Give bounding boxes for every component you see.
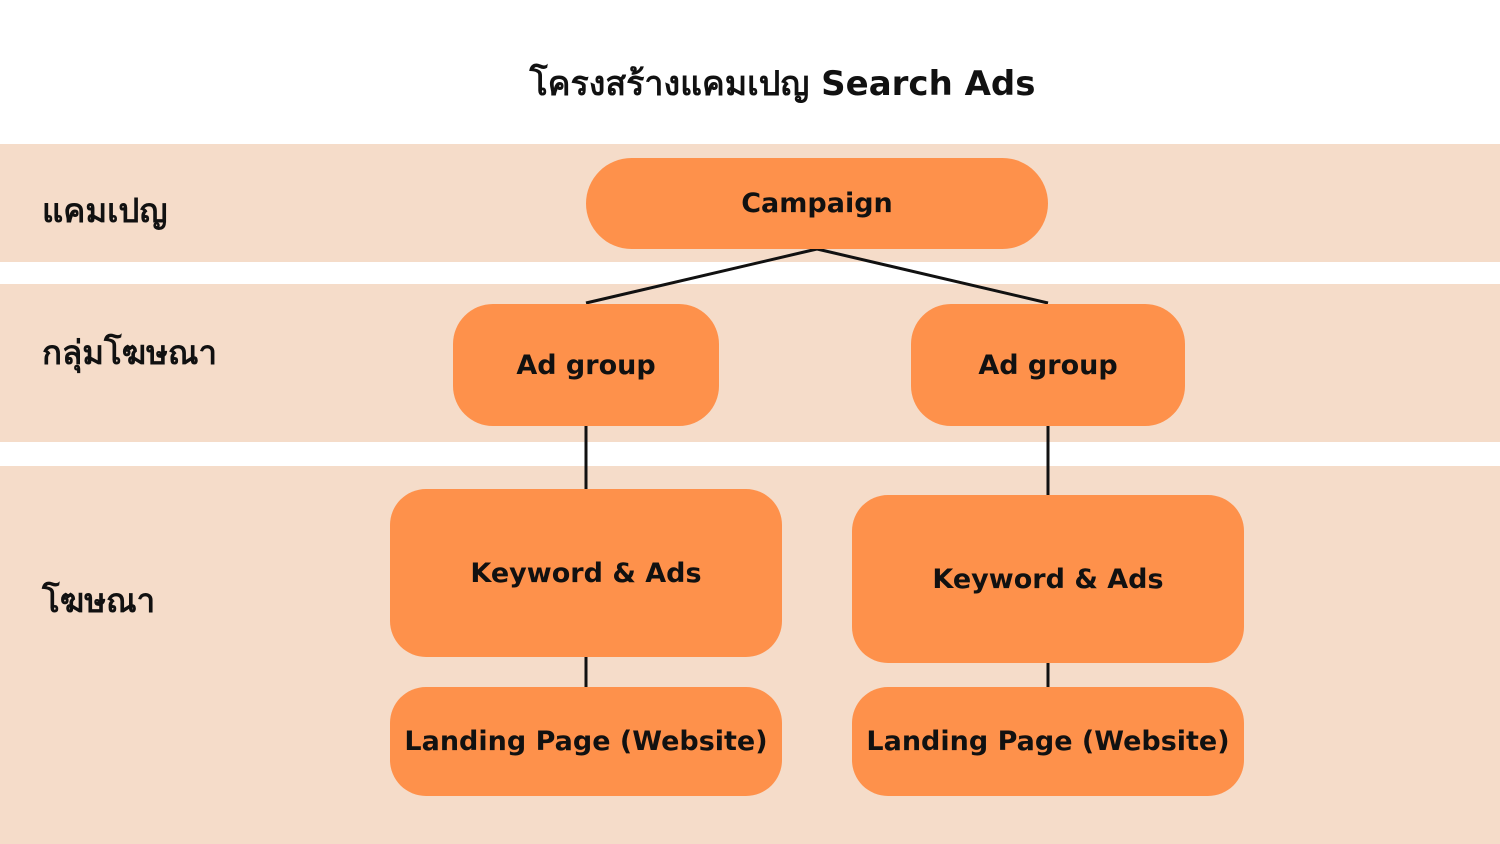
level-label-ad-group: กลุ่มโฆษณา (42, 333, 218, 372)
diagram-title: โครงสร้างแคมเปญ Search Ads (529, 64, 1036, 104)
node-keyword-ads-left: Keyword & Ads (390, 489, 782, 657)
node-campaign: Campaign (586, 158, 1048, 249)
node-ad-group-left: Ad group (453, 304, 719, 426)
level-band-ad-group (0, 284, 1500, 442)
level-label-ads: โฆษณา (42, 581, 156, 620)
node-keyword-ads-right: Keyword & Ads (852, 495, 1244, 663)
node-landing-page-right: Landing Page (Website) (852, 687, 1244, 796)
node-landing-page-left: Landing Page (Website) (390, 687, 782, 796)
level-label-campaign: แคมเปญ (42, 191, 168, 230)
node-ad-group-right: Ad group (911, 304, 1185, 426)
